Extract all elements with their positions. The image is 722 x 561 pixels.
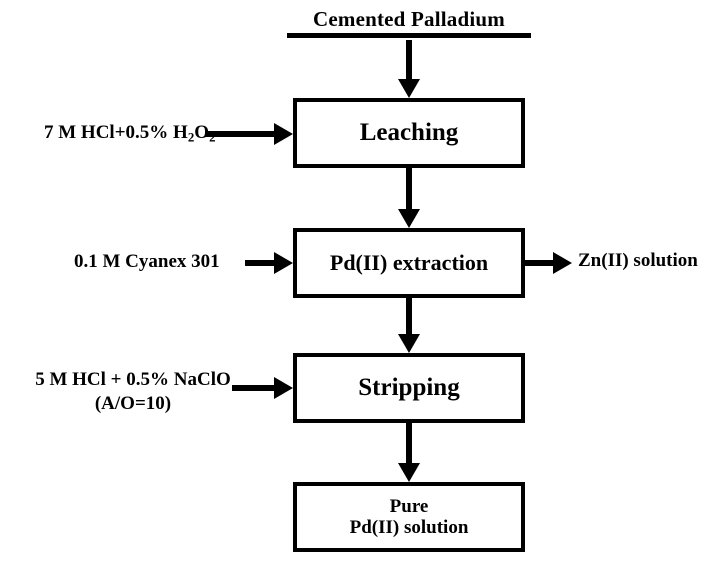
input-label-stripping-line1: 5 M HCl + 0.5% NaClO [35, 369, 231, 390]
connector-stem [406, 423, 412, 463]
output-label-zn-solution: Zn(II) solution [578, 250, 698, 271]
product-box-line1: Pure [389, 495, 429, 517]
product-box-pure-pd-solution[interactable]: Pure Pd(II) solution [293, 482, 525, 552]
process-box-stripping[interactable]: Stripping [293, 353, 525, 423]
input-label-stripping: 5 M HCl + 0.5% NaClO (A/O=10) [8, 368, 258, 416]
connector-leaching-to-extraction [398, 168, 420, 228]
process-box-leaching-label: Leaching [359, 119, 459, 146]
connector-extraction-to-stripping [398, 298, 420, 353]
arrow-stem [205, 131, 275, 137]
input-label-leaching-mid: O [194, 122, 210, 143]
arrow-stem [245, 260, 275, 266]
connector-stripping-to-product [398, 423, 420, 482]
diagram-title-text: Cemented Palladium [312, 7, 505, 31]
arrow-extraction-to-zn-output [525, 252, 572, 274]
arrow-input-to-stripping [232, 377, 293, 399]
connector-stem [406, 168, 412, 209]
arrowhead-down-icon [398, 209, 420, 228]
arrow-input-to-leaching [205, 123, 293, 145]
diagram-title: Cemented Palladium [287, 7, 531, 39]
arrow-stem [232, 385, 275, 391]
arrow-input-to-extraction [245, 252, 293, 274]
arrow-stem [525, 260, 554, 266]
connector-stem [406, 40, 412, 79]
product-box-line2: Pd(II) solution [349, 517, 469, 538]
arrowhead-down-icon [398, 463, 420, 482]
process-box-extraction[interactable]: Pd(II) extraction [293, 228, 525, 298]
arrowhead-right-icon [274, 377, 293, 399]
title-underline [287, 33, 531, 39]
process-box-extraction-label: Pd(II) extraction [329, 249, 489, 275]
input-label-leaching-sub2: 2 [209, 129, 216, 145]
process-box-stripping-label: Stripping [358, 374, 460, 401]
input-label-leaching-sub1: 2 [187, 129, 195, 145]
process-box-leaching[interactable]: Leaching [293, 98, 525, 168]
connector-title-to-leaching [398, 40, 420, 98]
input-label-stripping-line2: (A/O=10) [94, 392, 172, 414]
input-label-leaching-prefix: 7 M HCl+0.5% H [44, 122, 188, 143]
input-label-leaching: 7 M HCl+0.5% H2O2 [44, 121, 216, 146]
arrowhead-right-icon [274, 123, 293, 145]
arrowhead-right-icon [553, 252, 572, 274]
connector-stem [406, 298, 412, 334]
arrowhead-right-icon [274, 252, 293, 274]
product-box-label: Pure Pd(II) solution [350, 496, 469, 539]
input-label-extraction: 0.1 M Cyanex 301 [74, 251, 220, 272]
arrowhead-down-icon [398, 79, 420, 98]
arrowhead-down-icon [398, 334, 420, 353]
